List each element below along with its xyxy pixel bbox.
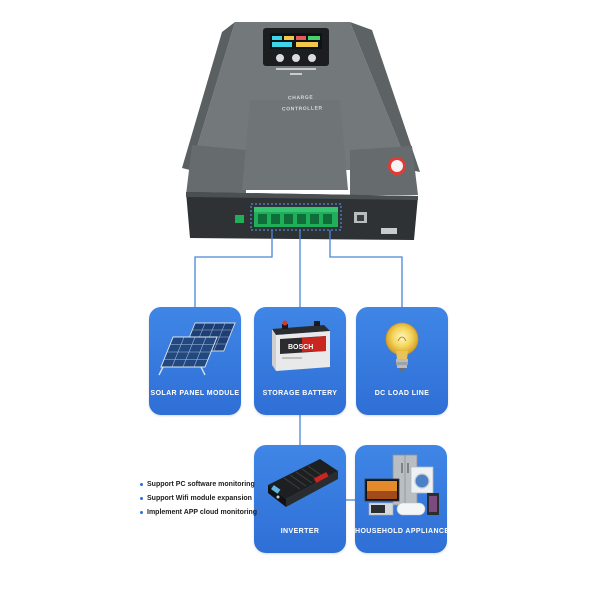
storage-battery-card[interactable]: BOSCH STORAGE BATTERY: [254, 307, 346, 415]
household-appliances-label: HOUSEHOLD APPLIANCES: [355, 528, 447, 535]
appliances-icon: [364, 454, 439, 516]
battery-brand-text: BOSCH: [288, 344, 313, 351]
feature-item: Support Wifi module expansion: [140, 492, 257, 506]
inverter-card[interactable]: INVERTER: [254, 445, 346, 553]
solar-panel-module-card[interactable]: SOLAR PANEL MODULE: [149, 307, 241, 415]
features-list: Support PC software monitoring Support W…: [140, 478, 257, 520]
inverter-icon: [268, 459, 338, 507]
feature-item: Implement APP cloud monitoring: [140, 506, 257, 520]
charge-controller-device: [182, 22, 420, 240]
household-appliances-card[interactable]: HOUSEHOLD APPLIANCES: [355, 445, 447, 553]
battery-icon: BOSCH: [272, 320, 330, 371]
solar-panel-icon: [158, 322, 236, 376]
bullet-icon: [140, 511, 143, 514]
inverter-label: INVERTER: [280, 528, 320, 535]
light-bulb-icon: [385, 322, 419, 372]
dc-load-line-card[interactable]: DC LOAD LINE: [356, 307, 448, 415]
dc-load-line-label: DC LOAD LINE: [374, 390, 430, 397]
storage-battery-label: STORAGE BATTERY: [262, 390, 338, 397]
solar-panel-module-label: SOLAR PANEL MODULE: [150, 390, 240, 397]
feature-item: Support PC software monitoring: [140, 478, 257, 492]
bullet-icon: [140, 497, 143, 500]
bullet-icon: [140, 483, 143, 486]
